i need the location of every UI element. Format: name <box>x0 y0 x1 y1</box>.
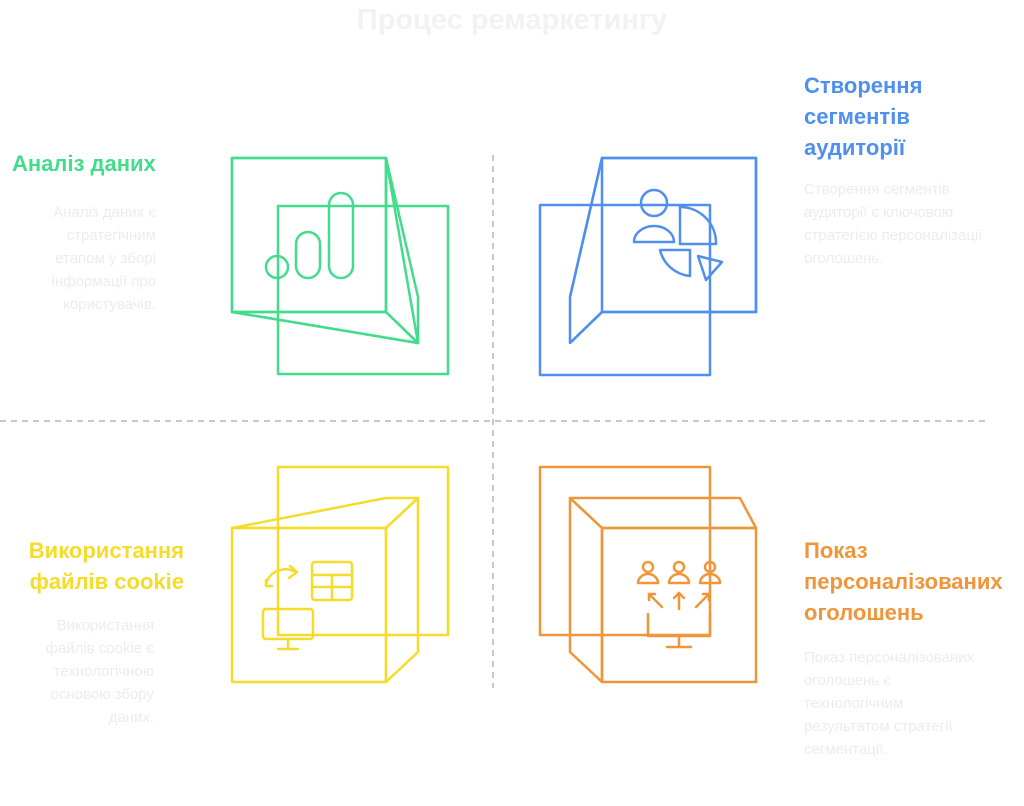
cube-ads <box>538 465 758 684</box>
heading-segments: Створення сегментів аудиторії <box>804 73 923 160</box>
heading-cookies: Використання файлів cookie <box>28 538 184 594</box>
description-cookies: Використання файлів cookie є технологічн… <box>45 617 154 726</box>
cube-cookies <box>230 465 450 684</box>
description-segments: Створення сегментів аудиторії є ключовою… <box>804 181 983 267</box>
cookie-sync-icon <box>261 560 354 651</box>
description-analysis: Аналіз даних є стратегічним етапом у збо… <box>51 204 156 313</box>
description-ads: Показ персоналізованих оголошень є техно… <box>804 649 975 758</box>
cube-segments <box>538 156 758 377</box>
page-title: Процес ремаркетингу <box>356 4 668 36</box>
quadrant-dividers <box>0 155 990 688</box>
heading-analysis: Аналіз даних <box>12 151 156 176</box>
cube-analysis <box>230 156 450 376</box>
targeted-ads-icon <box>636 560 722 649</box>
heading-ads: Показ персоналізованих оголошень <box>804 538 1003 625</box>
bar-chart-icon <box>264 191 355 280</box>
audience-pie-icon <box>632 188 724 282</box>
